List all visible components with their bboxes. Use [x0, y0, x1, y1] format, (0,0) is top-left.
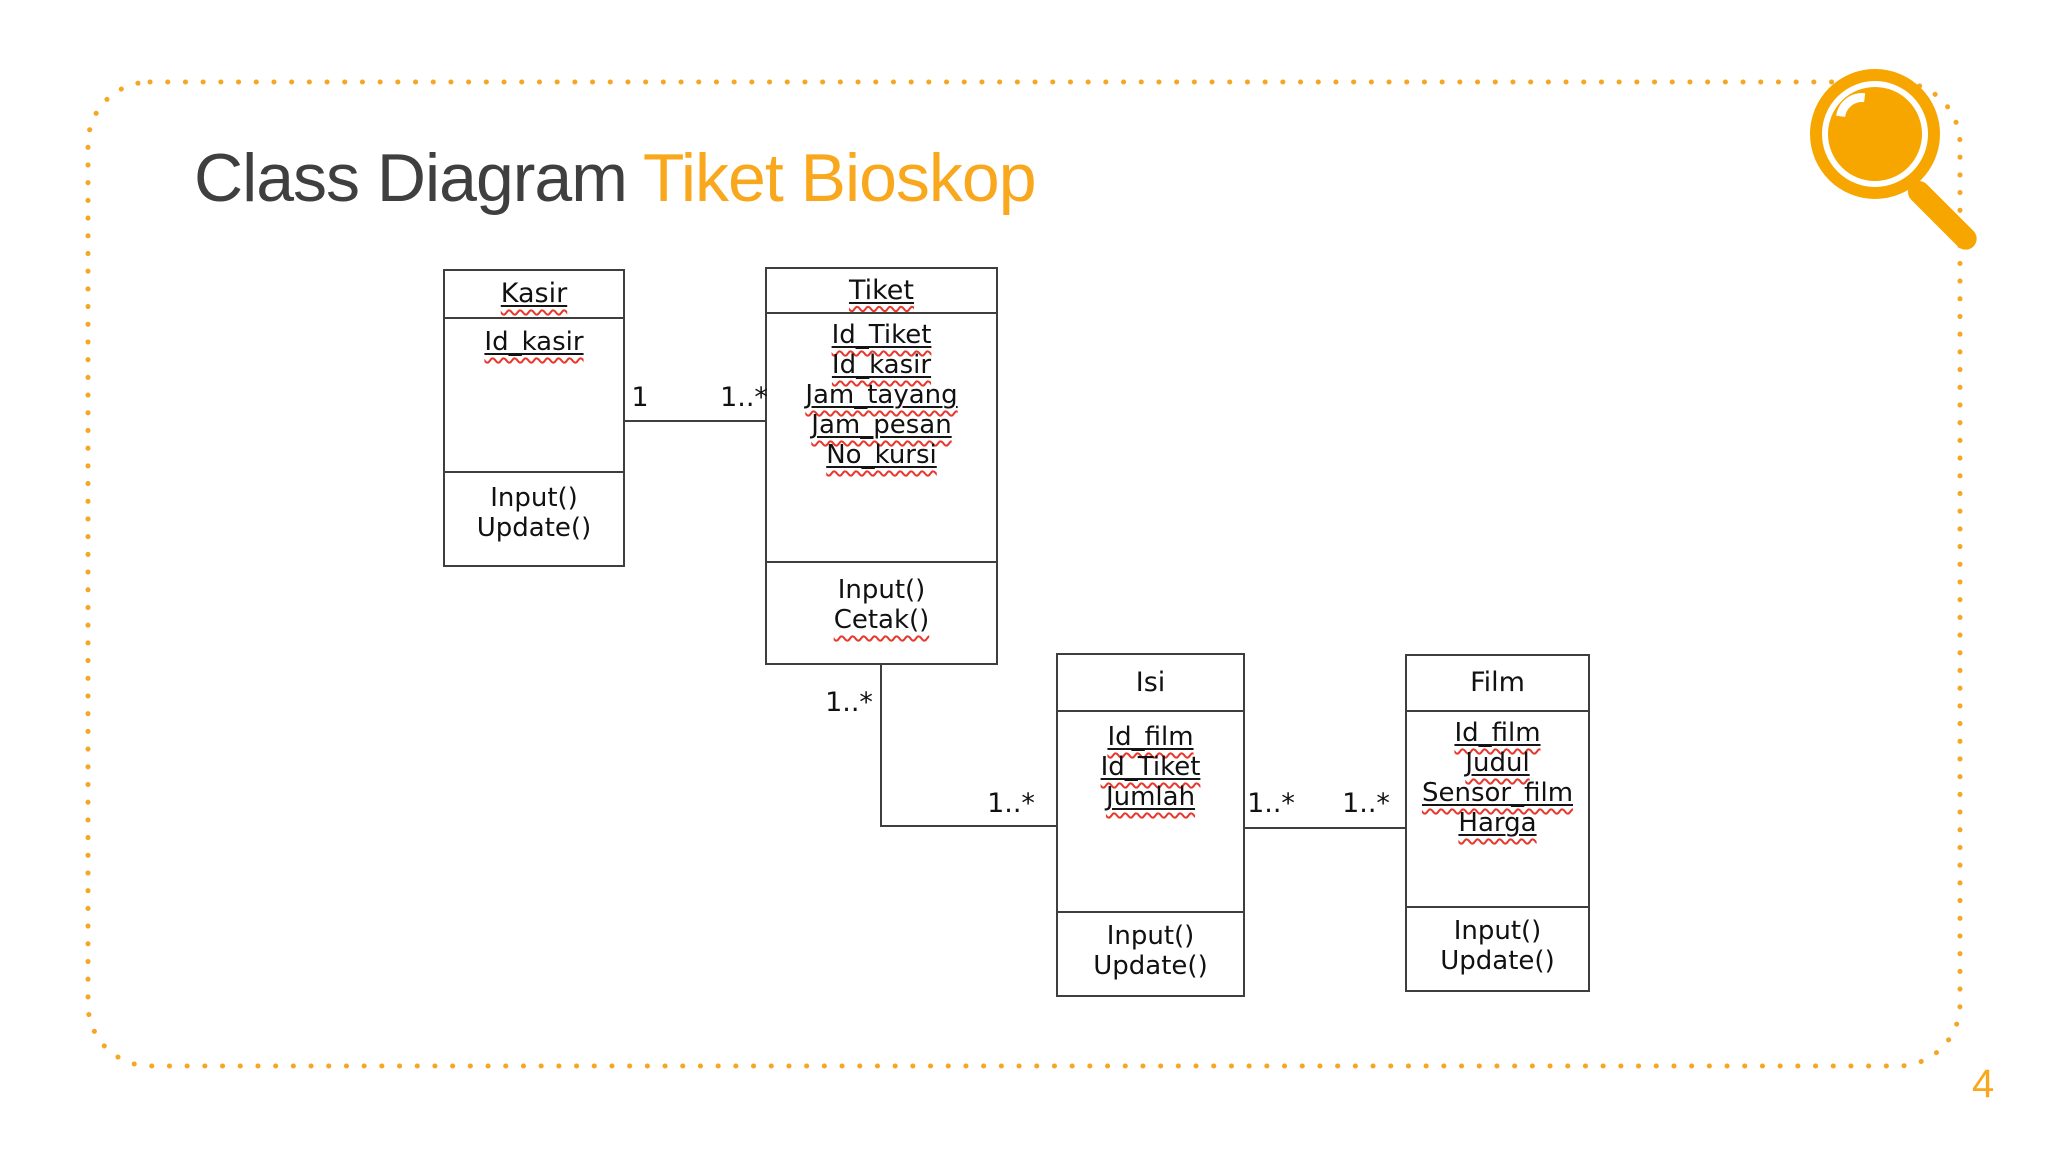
- uml-text-line: No_kursi: [826, 440, 937, 470]
- page-title-accent: Tiket Bioskop: [642, 140, 1037, 216]
- uml-text-line: Id_kasir: [484, 327, 584, 357]
- uml-text-line: Harga: [1458, 808, 1537, 838]
- class-box-kasir: Kasir Id_kasir Input()Update(): [443, 269, 625, 567]
- uml-text-line: Tiket: [848, 274, 915, 306]
- multiplicity-isi-left: 1..*: [987, 788, 1035, 819]
- magnifier-ring: [1822, 81, 1928, 187]
- edge-isi-film: [1245, 827, 1405, 829]
- page-number: 4: [1972, 1062, 1995, 1106]
- multiplicity-film-left: 1..*: [1342, 788, 1390, 819]
- magnifier-lens: [1810, 69, 1940, 199]
- class-methods-tiket: Input()Cetak(): [767, 563, 996, 663]
- class-methods-isi: Input()Update(): [1058, 913, 1243, 995]
- multiplicity-isi-right: 1..*: [1247, 788, 1295, 819]
- uml-text-line: Input(): [490, 483, 578, 513]
- class-title-kasir: Kasir: [445, 271, 623, 319]
- uml-text-line: Jumlah: [1105, 782, 1196, 812]
- uml-text-line: Input(): [1453, 916, 1542, 946]
- class-methods-kasir: Input()Update(): [445, 473, 623, 565]
- uml-text-line: Judul: [1465, 748, 1530, 778]
- class-methods-film: Input()Update(): [1407, 908, 1588, 990]
- class-attributes-kasir: Id_kasir: [445, 319, 623, 473]
- class-title-film: Film: [1407, 656, 1588, 712]
- page-title-dark: Class Diagram: [194, 140, 628, 216]
- uml-text-line: Isi: [1135, 666, 1166, 698]
- uml-text-line: Update(): [1093, 951, 1208, 981]
- class-title-isi: Isi: [1058, 655, 1243, 712]
- uml-text-line: Jam_pesan: [811, 410, 952, 440]
- uml-text-line: Id_film: [1454, 718, 1541, 748]
- uml-text-line: Cetak(): [833, 605, 930, 635]
- magnifier-icon: [1800, 60, 2000, 260]
- edge-tiket-isi-vertical: [880, 665, 882, 827]
- multiplicity-kasir-side: 1: [631, 382, 649, 413]
- uml-text-line: Update(): [476, 513, 592, 543]
- multiplicity-tiket-bottom: 1..*: [825, 687, 873, 718]
- magnifier-handle: [1903, 176, 1982, 255]
- edge-kasir-tiket: [625, 420, 765, 422]
- uml-text-line: Kasir: [500, 278, 568, 309]
- uml-text-line: Input(): [1106, 921, 1195, 951]
- uml-text-line: Jam_tayang: [805, 380, 958, 410]
- edge-tiket-isi-horizontal: [880, 825, 1056, 827]
- uml-text-line: Input(): [837, 575, 926, 605]
- uml-text-line: Id_kasir: [831, 350, 932, 380]
- class-title-tiket: Tiket: [767, 269, 996, 314]
- uml-text-line: Id_Tiket: [1100, 752, 1201, 782]
- uml-text-line: Update(): [1440, 946, 1555, 976]
- uml-text-line: Sensor_film: [1421, 778, 1574, 808]
- multiplicity-tiket-side: 1..*: [720, 382, 768, 413]
- uml-text-line: Id_film: [1107, 722, 1194, 752]
- uml-text-line: Film: [1470, 667, 1525, 698]
- uml-text-line: Id_Tiket: [831, 320, 932, 350]
